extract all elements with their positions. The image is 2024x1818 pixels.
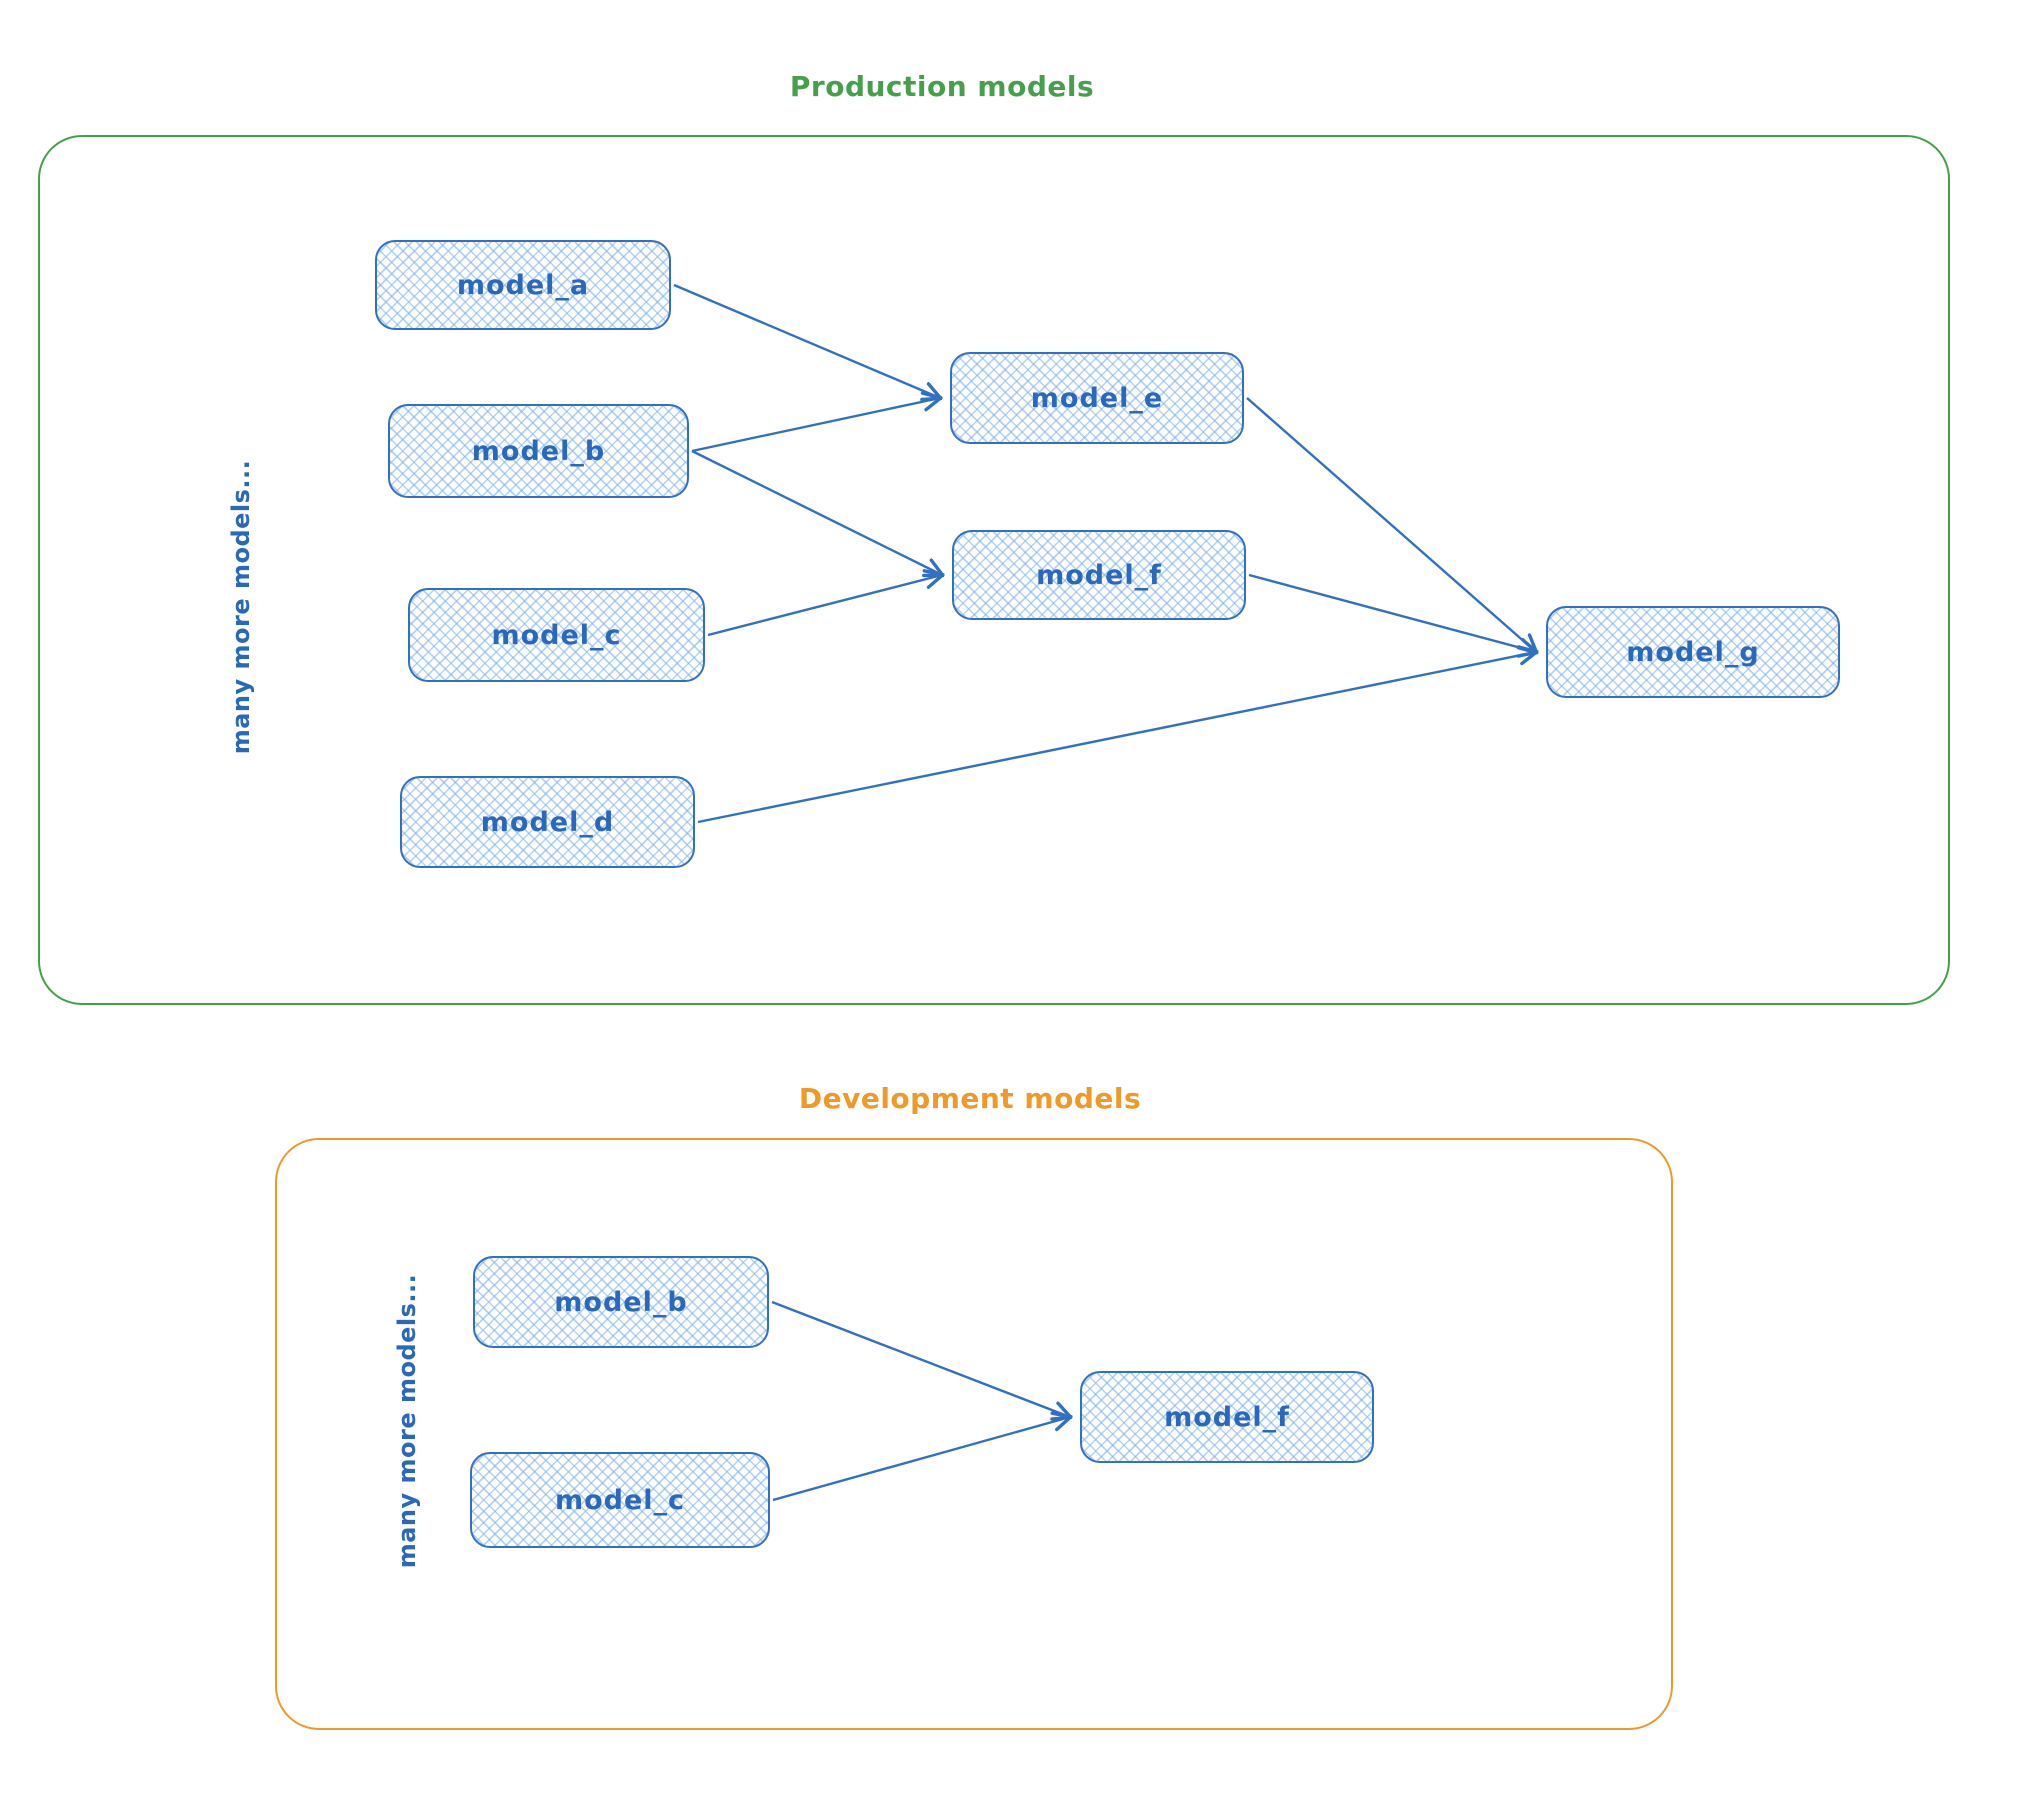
node-model-d-production[interactable]: model_d	[400, 776, 695, 868]
node-label: model_a	[456, 269, 590, 301]
node-label: model_e	[1030, 382, 1164, 414]
node-label: model_f	[1164, 1401, 1290, 1433]
development-section-frame	[275, 1138, 1673, 1730]
node-model-b-development[interactable]: model_b	[473, 1256, 769, 1348]
node-model-c-production[interactable]: model_c	[408, 588, 705, 682]
node-label: model_b	[471, 435, 606, 467]
development-side-note: many more models...	[393, 1273, 421, 1569]
development-section-title: Development models	[798, 1082, 1142, 1115]
node-label: model_g	[1626, 636, 1760, 668]
node-model-f-development[interactable]: model_f	[1080, 1371, 1374, 1463]
node-label: model_b	[554, 1286, 688, 1318]
node-model-e-production[interactable]: model_e	[950, 352, 1244, 444]
node-model-a-production[interactable]: model_a	[375, 240, 671, 330]
node-model-g-production[interactable]: model_g	[1546, 606, 1840, 698]
node-model-f-production[interactable]: model_f	[952, 530, 1246, 620]
node-label: model_d	[480, 806, 615, 838]
node-model-b-production[interactable]: model_b	[388, 404, 689, 498]
production-side-note: many more models...	[227, 459, 255, 755]
production-section-frame	[38, 135, 1950, 1005]
node-label: model_c	[491, 619, 622, 651]
production-section-title: Production models	[789, 70, 1095, 103]
node-model-c-development[interactable]: model_c	[470, 1452, 770, 1548]
node-label: model_c	[554, 1484, 686, 1516]
node-label: model_f	[1036, 559, 1162, 591]
